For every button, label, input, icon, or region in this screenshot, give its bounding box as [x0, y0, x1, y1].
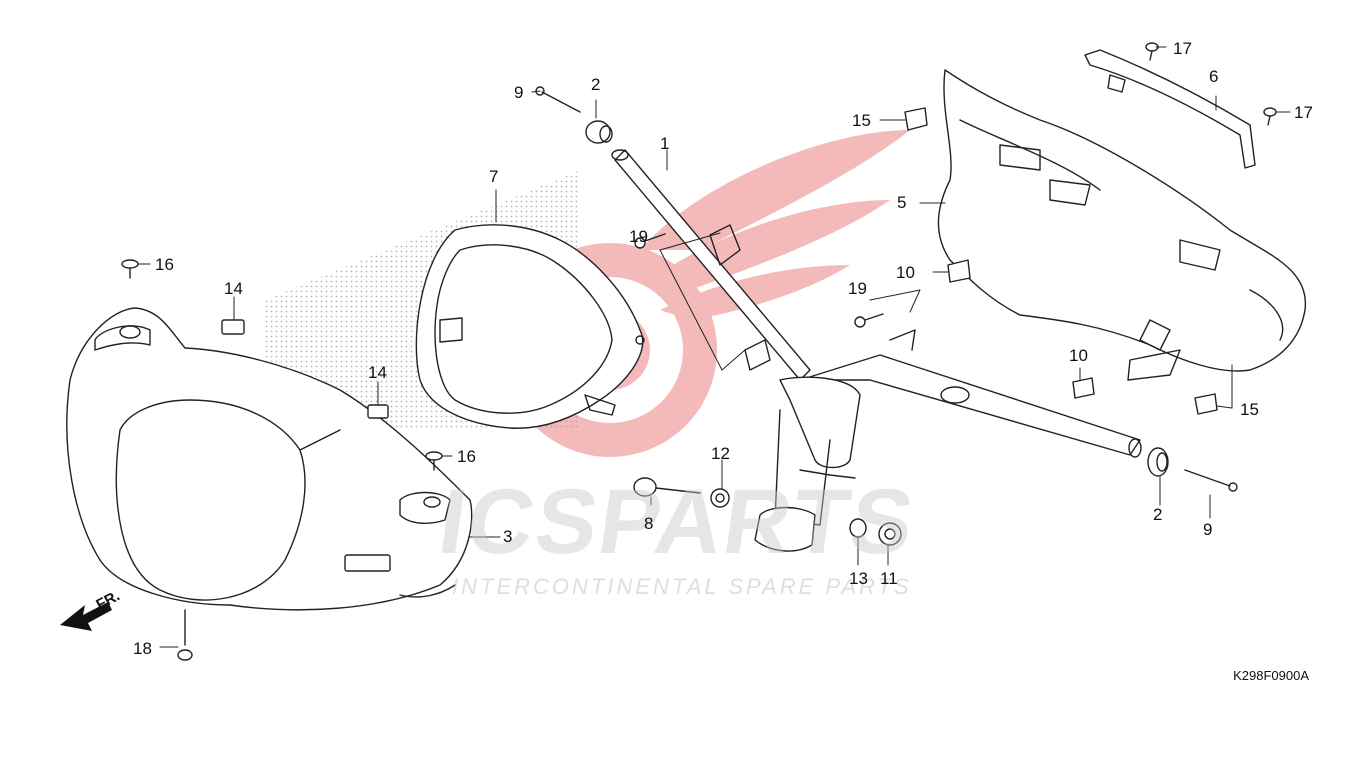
rubber-2b	[1147, 447, 1169, 477]
callout-10: 10	[1069, 346, 1088, 365]
screw-17a	[1145, 42, 1159, 61]
callout-10: 10	[896, 263, 915, 282]
callout-11: 11	[880, 569, 898, 588]
screw-9a	[535, 86, 581, 113]
headlight-case	[415, 224, 645, 429]
callout-5: 5	[897, 193, 907, 212]
washer-12	[710, 488, 730, 508]
handlebar-pipe	[611, 149, 1142, 552]
clip-14b	[367, 404, 389, 419]
bolt-8	[633, 477, 701, 497]
screw-19b	[854, 313, 884, 328]
screw-18	[177, 609, 193, 661]
callout-15: 15	[1240, 400, 1259, 419]
rubber-2a	[585, 120, 613, 144]
callout-18: 18	[133, 639, 152, 658]
callout-8: 8	[644, 514, 654, 533]
callout-12: 12	[711, 444, 730, 463]
watermark-tagline: INTERCONTINENTAL SPARE PARTS	[452, 574, 912, 599]
callout-9: 9	[1203, 520, 1213, 539]
cover-strip	[1084, 49, 1256, 169]
front-direction-arrow	[60, 602, 112, 631]
drawing-code: K298F0900A	[1233, 668, 1309, 683]
nut-10a	[947, 259, 971, 283]
callout-14: 14	[224, 279, 243, 298]
nut-15b	[1194, 393, 1218, 415]
leader-lines	[137, 46, 1291, 648]
callout-16: 16	[155, 255, 174, 274]
screw-16b	[425, 451, 443, 471]
front-handle-cover	[66, 307, 473, 611]
callout-17: 17	[1294, 103, 1313, 122]
callout-17: 17	[1173, 39, 1192, 58]
nut-15a	[904, 107, 928, 131]
callout-2: 2	[1153, 505, 1163, 524]
callout-6: 6	[1209, 67, 1219, 86]
callout-19: 19	[848, 279, 867, 298]
callout-9: 9	[514, 83, 524, 102]
callout-19: 19	[629, 227, 648, 246]
callout-3: 3	[503, 527, 513, 546]
callout-1: 1	[660, 134, 670, 153]
clip-14a	[221, 319, 245, 335]
screw-19a	[634, 233, 666, 249]
callout-13: 13	[849, 569, 868, 588]
callout-7: 7	[489, 167, 499, 186]
callout-16: 16	[457, 447, 476, 466]
watermark-brand: ICSPARTS	[432, 471, 922, 573]
callout-15: 15	[852, 111, 871, 130]
screw-17b	[1263, 107, 1277, 126]
nut-11	[878, 522, 902, 546]
screw-9b	[1184, 469, 1238, 492]
nut-10b	[1072, 377, 1095, 399]
callout-14: 14	[368, 363, 387, 382]
callout-2: 2	[591, 75, 601, 94]
screw-16a	[121, 259, 139, 279]
rear-handle-cover	[937, 69, 1307, 381]
